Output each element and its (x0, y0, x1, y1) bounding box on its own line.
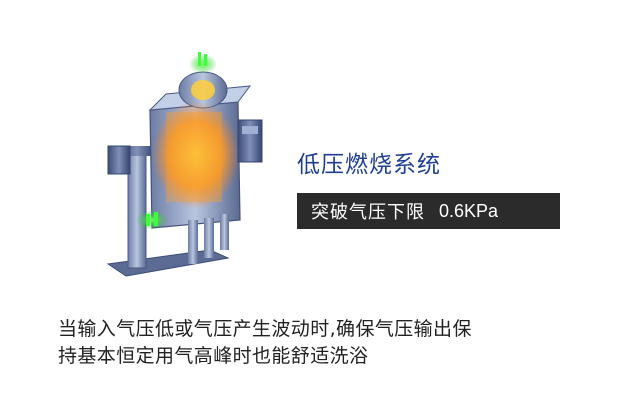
lower-pipe-3 (220, 214, 229, 250)
lower-pipe-1 (188, 220, 198, 264)
spec-bar: 突破气压下限 0.6KPa (297, 193, 560, 229)
green-glow-top (189, 54, 217, 74)
left-pipe (127, 149, 147, 269)
spec-value: 0.6KPa (439, 200, 499, 221)
green-glow-left (136, 210, 168, 230)
lower-pipe-2 (204, 218, 214, 258)
burner-system-illustration (106, 52, 263, 277)
description-line-1: 当输入气压低或气压产生波动时,确保气压输出保 (58, 318, 472, 340)
section-title: 低压燃烧系统 (297, 152, 441, 178)
description-text: 当输入气压低或气压产生波动时,确保气压输出保 持基本恒定用气高峰时也能舒适洗浴 (58, 316, 598, 370)
flame-glow (152, 101, 240, 209)
spec-label: 突破气压下限 (311, 202, 425, 223)
description-line-2: 持基本恒定用气高峰时也能舒适洗浴 (58, 345, 369, 367)
